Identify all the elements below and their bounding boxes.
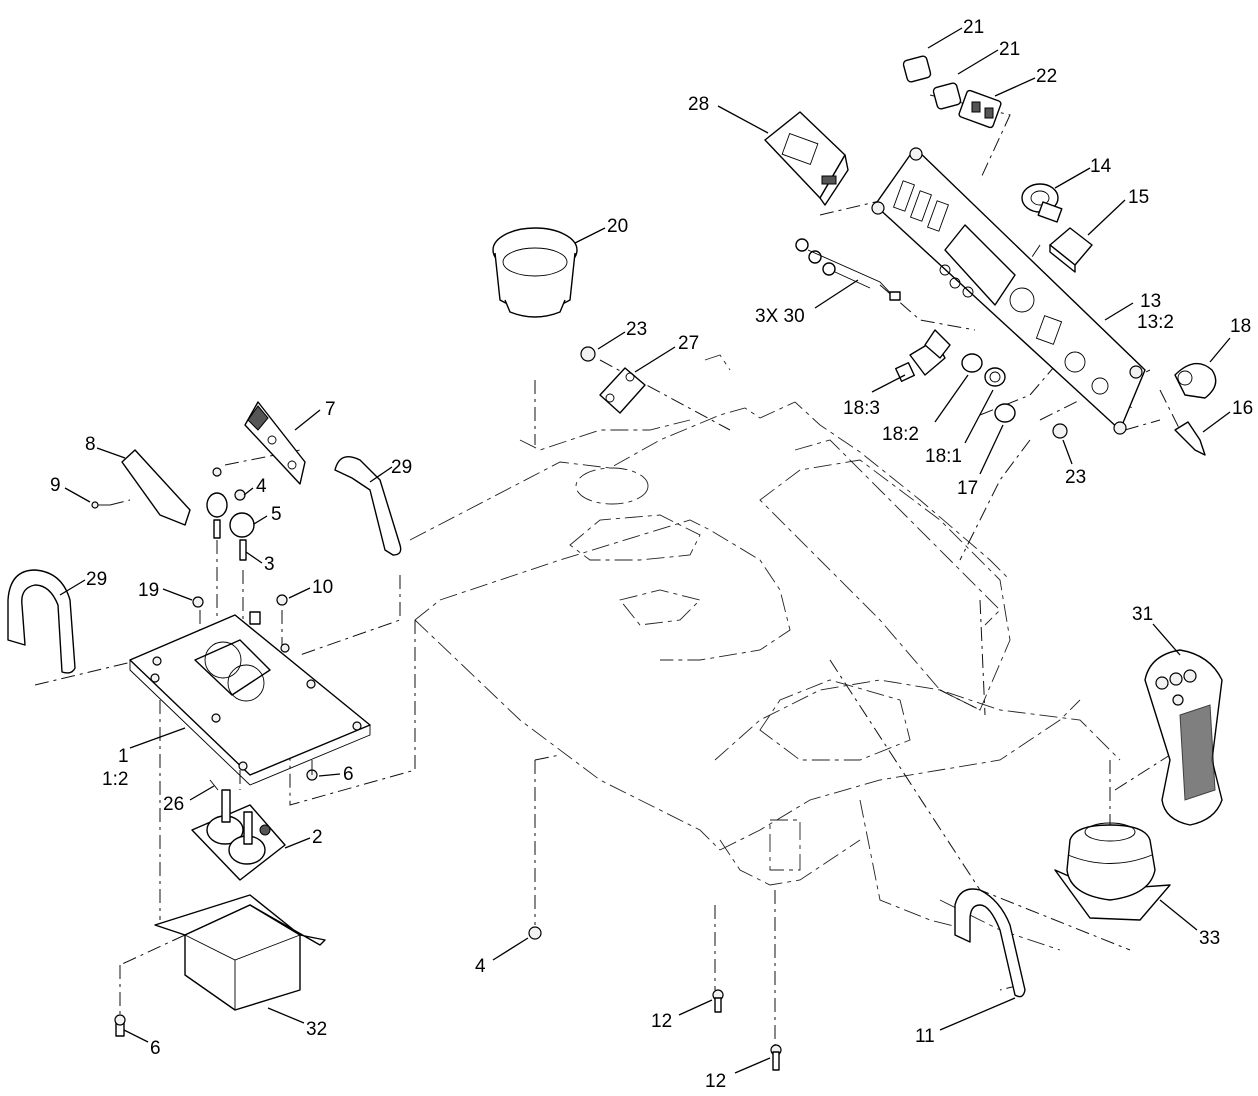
callout-4b: 4: [475, 956, 486, 977]
callout-6b: 6: [150, 1038, 161, 1059]
callout-2: 2: [312, 827, 323, 848]
part-8-cover: [121, 449, 191, 526]
callout-21b: 21: [999, 39, 1020, 60]
part-5-knob: [206, 492, 255, 538]
part-13-control-panel: [871, 147, 1146, 435]
part-17-knob: [994, 403, 1016, 423]
callout-12a: 12: [651, 1011, 672, 1032]
callout-23b: 23: [1065, 467, 1086, 488]
callout-leaders: [59, 27, 1231, 1074]
callout-18: 18: [1230, 316, 1251, 337]
part-15-switch: [1049, 227, 1093, 273]
callout-3: 3: [264, 554, 275, 575]
part-7-handle: [244, 401, 306, 485]
part-6-screw-lower: [114, 1014, 126, 1037]
part-18-key-switch: [894, 329, 1217, 399]
callout-7: 7: [325, 399, 336, 420]
callout-31: 31: [1132, 604, 1153, 625]
part-14-power-outlet: [1021, 183, 1063, 223]
callout-21a: 21: [963, 17, 984, 38]
callout-22: 22: [1036, 66, 1057, 87]
callout-29b: 29: [86, 569, 107, 590]
part-12-bolt-b: [770, 1044, 782, 1071]
part-22-rocker-switch: [958, 89, 1002, 129]
callout-9: 9: [50, 475, 61, 496]
part-4-nut-upper: [212, 467, 246, 501]
part-9-screw: [91, 501, 110, 509]
callout-16: 16: [1232, 398, 1253, 419]
callout-3x30: 3X 30: [755, 306, 805, 327]
part-23-screw-lower: [1052, 423, 1068, 439]
part-1-base-plate: [129, 611, 371, 786]
callout-5: 5: [271, 504, 282, 525]
part-20-cup-holder: [492, 227, 578, 318]
part-33-boot: [1054, 822, 1171, 921]
part-4-nut-lower: [528, 926, 542, 940]
callout-15: 15: [1128, 187, 1149, 208]
callout-33: 33: [1199, 928, 1220, 949]
part-26-pin: [209, 779, 219, 791]
part-28-display: [764, 111, 849, 206]
callout-1: 1: [118, 746, 129, 767]
callout-29a: 29: [391, 457, 412, 478]
frame-outline: [409, 354, 1121, 951]
callout-18-2: 18:2: [882, 424, 919, 445]
part-31-joystick: [1144, 649, 1223, 826]
callout-20: 20: [607, 216, 628, 237]
callout-10: 10: [312, 577, 333, 598]
part-3-stem: [213, 519, 247, 561]
part-30-indicator-lights: [795, 238, 901, 301]
part-2-joystick-assembly: [191, 789, 286, 881]
part-29-handrail-right: [334, 456, 402, 556]
part-6-screw-upper: [306, 760, 318, 781]
callout-19: 19: [138, 580, 159, 601]
callout-1-2: 1:2: [102, 769, 128, 790]
part-32-cover: [154, 894, 326, 1011]
part-21-switch-covers: [902, 55, 962, 110]
part-19-screw: [192, 596, 204, 608]
callout-32: 32: [306, 1019, 327, 1040]
callout-14: 14: [1090, 156, 1112, 177]
part-12-bolt-a: [712, 989, 724, 1013]
part-27-bracket: [599, 367, 646, 414]
callout-17: 17: [957, 478, 978, 499]
callout-27: 27: [678, 333, 699, 354]
callout-8: 8: [85, 434, 96, 455]
callout-23a: 23: [626, 319, 647, 340]
callout-4a: 4: [256, 476, 267, 497]
callout-11: 11: [915, 1026, 935, 1047]
part-11-handrail: [954, 888, 1026, 998]
callout-13-2: 13:2: [1137, 312, 1174, 333]
part-29-handrail-left: [7, 569, 76, 674]
part-10-screw: [276, 594, 288, 606]
callout-18-3: 18:3: [843, 398, 880, 419]
callout-13: 13: [1140, 291, 1161, 312]
callout-6a: 6: [343, 764, 354, 785]
callout-26: 26: [163, 794, 184, 815]
callout-12b: 12: [705, 1071, 726, 1092]
callout-labels: 21 21 22 28 14 15 20 3X 30 13 13:2 18 23…: [50, 17, 1253, 1092]
callout-28: 28: [688, 94, 709, 115]
part-16-knob: [1174, 421, 1206, 456]
callout-18-1: 18:1: [925, 446, 962, 467]
part-23-screw-upper: [580, 346, 596, 362]
